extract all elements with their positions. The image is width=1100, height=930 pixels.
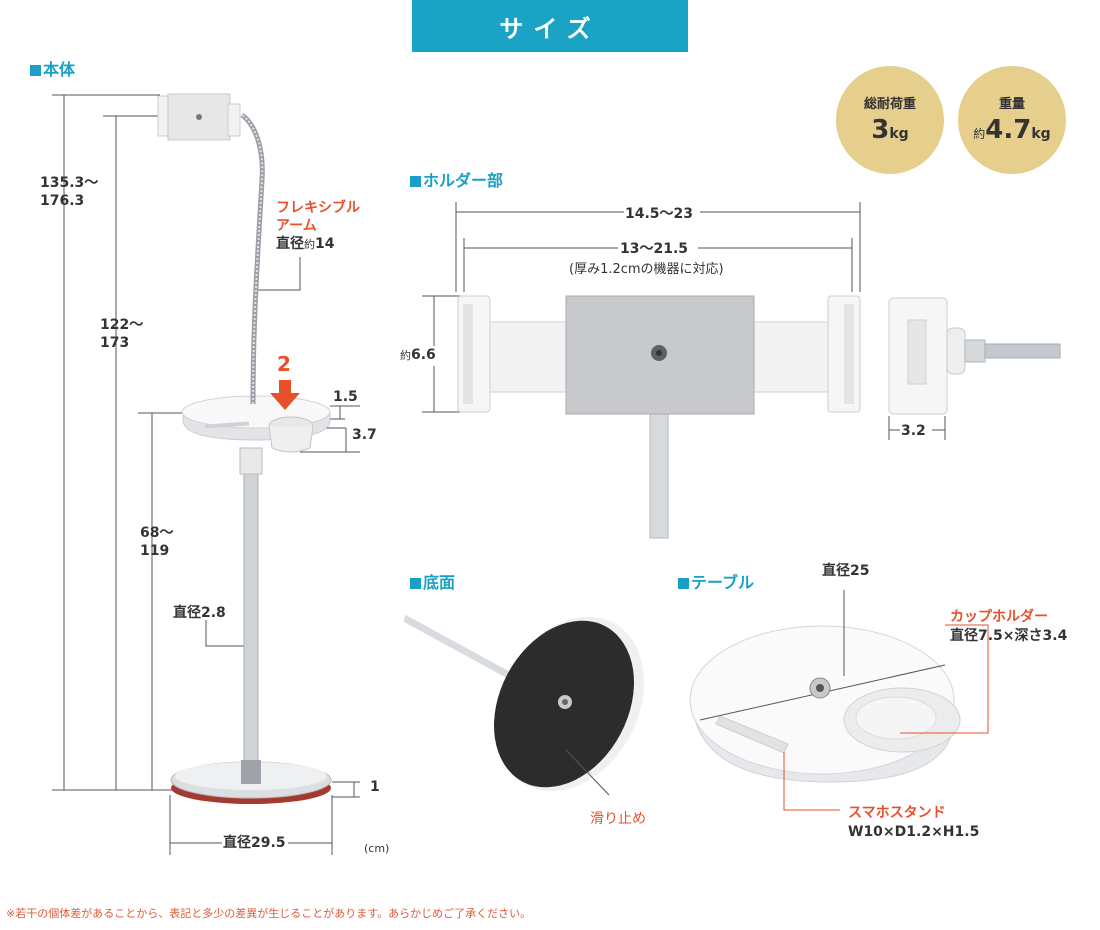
load-capacity-label: 総耐荷重 [863, 96, 916, 112]
section-table-heading: テーブル [678, 569, 754, 593]
flexible-arm-label-2: アーム [276, 218, 317, 234]
base-thickness-dimension: 1 [370, 779, 380, 795]
table-height-line1: 68〜 [140, 525, 174, 541]
arm-height-line2: 173 [100, 335, 130, 351]
table-diameter-dimension: 直径25 [822, 563, 870, 579]
table-thickness-dimension: 1.5 [333, 389, 358, 405]
section-holder-heading: ホルダー部 [410, 167, 503, 191]
holder-height-prefix: 約 [400, 349, 411, 362]
flexible-arm-callout: フレキシブル アーム 直径約14 [276, 199, 360, 254]
table-height-line2: 119 [140, 543, 170, 559]
square-bullet-icon [30, 65, 41, 76]
total-height-dimension: 135.3〜 176.3 [40, 174, 98, 210]
section-body-heading: 本体 [30, 56, 75, 80]
holder-height-value: 6.6 [411, 347, 436, 363]
cup-holder-callout: カップホルダー 直径7.5×深さ3.4 [950, 607, 1067, 645]
marker-number: 2 [277, 352, 291, 376]
pole-diameter-dimension: 直径2.8 [173, 605, 226, 621]
section-table-label: テーブル [691, 573, 755, 592]
unit-label: (cm) [364, 842, 390, 855]
holder-device-note: (厚み1.2cmの機器に対応) [569, 262, 724, 277]
section-holder-label: ホルダー部 [423, 171, 504, 190]
holder-depth-dimension: 3.2 [901, 423, 926, 439]
square-bullet-icon [410, 176, 421, 187]
weight-label: 重量 [998, 96, 1025, 112]
load-capacity-badge: 総耐荷重 3kg [836, 66, 944, 174]
page-title: サイズ [412, 0, 688, 52]
total-height-line2: 176.3 [40, 193, 85, 209]
smartphone-stand-callout: スマホスタンド W10×D1.2×H1.5 [848, 803, 979, 841]
total-height-line1: 135.3〜 [40, 175, 99, 191]
cup-holder-dims: 直径7.5×深さ3.4 [950, 628, 1068, 644]
holder-outer-width-dimension: 14.5〜23 [625, 206, 694, 222]
smartphone-stand-dims: W10×D1.2×H1.5 [848, 824, 980, 840]
cup-holder-label: カップホルダー [950, 609, 1048, 625]
cup-depth-dimension: 3.7 [352, 427, 377, 443]
weight-unit: kg [1031, 125, 1051, 142]
table-drawing [689, 590, 989, 811]
holder-inner-width-dimension: 13〜21.5 [620, 241, 689, 257]
square-bullet-icon [410, 578, 421, 589]
stand-body-drawing [52, 93, 360, 855]
arm-diameter-approx: 約 [304, 238, 315, 251]
holder-drawing [422, 202, 1061, 539]
weight-prefix: 約 [973, 126, 986, 141]
section-bottom-heading: 底面 [410, 569, 455, 593]
arm-height-dimension: 122〜 173 [100, 316, 143, 352]
base-underside-drawing [404, 614, 644, 796]
anti-slip-label: 滑り止め [590, 811, 646, 827]
table-height-dimension: 68〜 119 [140, 524, 173, 560]
page-title-text: サイズ [499, 14, 601, 43]
section-body-label: 本体 [43, 60, 76, 79]
load-capacity-unit: kg [889, 125, 909, 142]
section-bottom-label: 底面 [423, 573, 456, 592]
weight-badge: 重量 約4.7kg [958, 66, 1066, 174]
base-diameter-dimension: 直径29.5 [223, 835, 286, 851]
arm-height-line1: 122〜 [100, 317, 144, 333]
arm-diameter-prefix: 直径 [276, 236, 304, 252]
holder-height-dimension: 約6.6 [400, 346, 436, 365]
flexible-arm-label-1: フレキシブル [276, 200, 360, 216]
disclaimer-footnote: ※若干の個体差があることから、表記と多少の差異が生じることがあります。あらかじめ… [6, 907, 532, 920]
weight-value: 4.7 [985, 114, 1032, 145]
arm-diameter-value: 14 [315, 236, 335, 252]
load-capacity-value: 3 [871, 114, 890, 145]
square-bullet-icon [678, 578, 689, 589]
smartphone-stand-label: スマホスタンド [848, 805, 946, 821]
